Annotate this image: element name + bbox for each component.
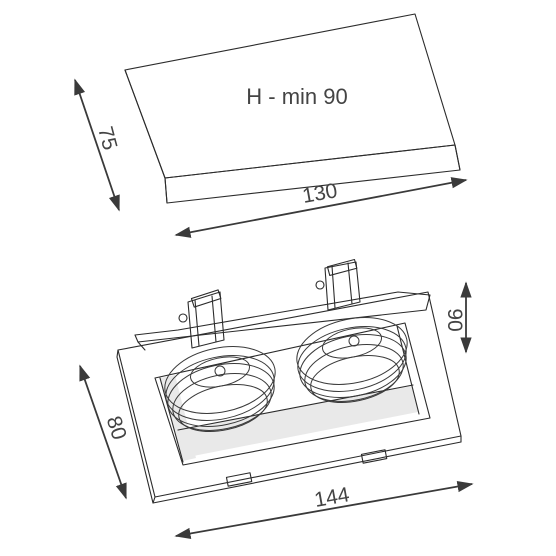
- spring-clip-right: [315, 258, 361, 311]
- box-width-value: 130: [301, 179, 340, 208]
- box-height-label: H - min 90: [246, 84, 347, 109]
- lamp-module-right: [296, 317, 408, 403]
- box-depth-dimension: 75: [74, 78, 121, 212]
- box-width-dimension: 130: [174, 177, 468, 238]
- spring-clip-left: [178, 289, 225, 349]
- fixture-height-dimension: 90: [443, 281, 472, 354]
- fixture: [116, 258, 462, 504]
- lamp-module-left: [164, 346, 276, 432]
- fixture-height-value: 90: [443, 308, 466, 331]
- fixture-width-value: 144: [313, 483, 352, 512]
- fixture-depth-dimension: 80: [79, 364, 131, 500]
- cutout-box: H - min 90: [124, 13, 461, 204]
- fixture-width-dimension: 144: [174, 480, 474, 540]
